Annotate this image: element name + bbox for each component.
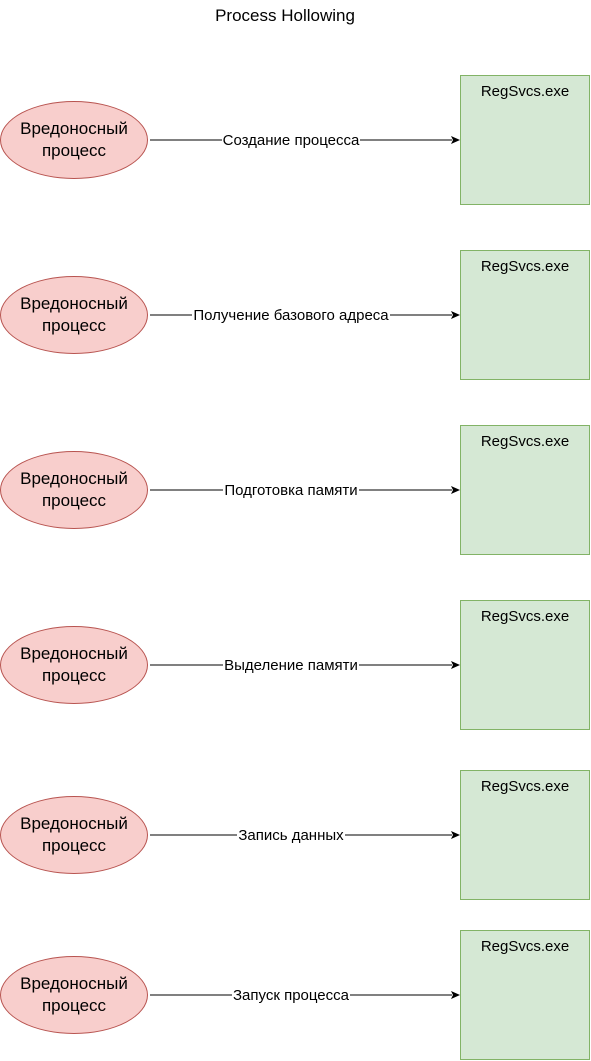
edge-arrow bbox=[150, 831, 460, 839]
malicious-process-node[interactable]: Вредоносный процесс bbox=[0, 956, 148, 1034]
step-row-3: Вредоносный процесс Подготовка памяти Re… bbox=[0, 425, 591, 555]
edge-arrow bbox=[150, 661, 460, 669]
step-row-5: Вредоносный процесс Запись данных RegSvc… bbox=[0, 770, 591, 900]
malicious-process-node[interactable]: Вредоносный процесс bbox=[0, 276, 148, 354]
edge-arrow bbox=[150, 486, 460, 494]
edge-arrow bbox=[150, 136, 460, 144]
regsvcs-node[interactable]: RegSvcs.exe bbox=[460, 770, 590, 900]
malicious-process-node[interactable]: Вредоносный процесс bbox=[0, 626, 148, 704]
malicious-process-node[interactable]: Вредоносный процесс bbox=[0, 796, 148, 874]
step-row-2: Вредоносный процесс Получение базового а… bbox=[0, 250, 591, 380]
diagram-title: Process Hollowing bbox=[215, 6, 355, 25]
step-row-6: Вредоносный процесс Запуск процесса RegS… bbox=[0, 930, 591, 1060]
edge-arrow bbox=[150, 311, 460, 319]
regsvcs-node[interactable]: RegSvcs.exe bbox=[460, 930, 590, 1060]
regsvcs-node[interactable]: RegSvcs.exe bbox=[460, 75, 590, 205]
edge-arrow bbox=[150, 991, 460, 999]
malicious-process-node[interactable]: Вредоносный процесс bbox=[0, 451, 148, 529]
malicious-process-node[interactable]: Вредоносный процесс bbox=[0, 101, 148, 179]
regsvcs-node[interactable]: RegSvcs.exe bbox=[460, 250, 590, 380]
regsvcs-node[interactable]: RegSvcs.exe bbox=[460, 425, 590, 555]
step-row-1: Вредоносный процесс Создание процесса Re… bbox=[0, 75, 591, 205]
regsvcs-node[interactable]: RegSvcs.exe bbox=[460, 600, 590, 730]
step-row-4: Вредоносный процесс Выделение памяти Reg… bbox=[0, 600, 591, 730]
